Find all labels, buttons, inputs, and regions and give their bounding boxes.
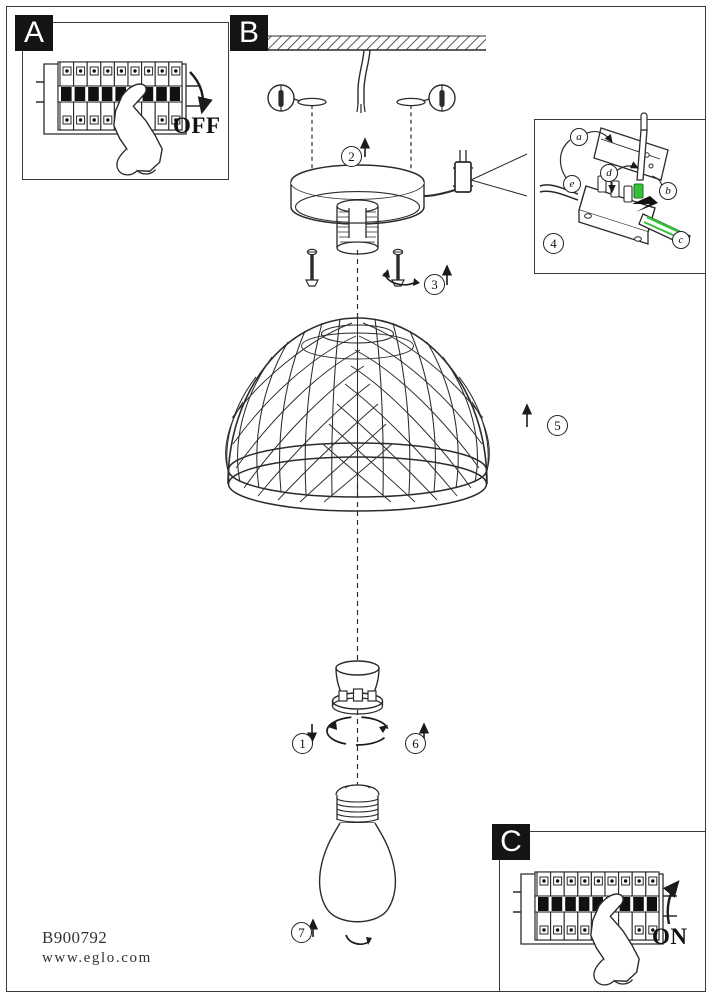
step-number-5: 5 [547,415,568,436]
step-number-6: 6 [405,733,426,754]
product-code: B900792 [42,928,108,947]
panel-b-label: B [230,15,268,51]
callout-c: c [672,231,690,249]
step-number-2: 2 [341,146,362,167]
step-number-7: 7 [291,922,312,943]
step-number-4: 4 [543,233,564,254]
callout-a: a [570,128,588,146]
step-number-3: 3 [424,274,445,295]
callout-b: b [659,182,677,200]
breaker-on-text: ON [652,924,688,949]
callout-d: d [600,164,618,182]
callout-e: e [563,175,581,193]
breaker-off-text: OFF [173,113,221,138]
panel-c-label: C [492,824,530,860]
website-url: www.eglo.com [42,950,152,966]
panel-a-label: A [15,15,53,51]
panel-a-breaker-off [22,22,229,180]
step-number-1: 1 [292,733,313,754]
panel-c-breaker-on [499,831,706,992]
